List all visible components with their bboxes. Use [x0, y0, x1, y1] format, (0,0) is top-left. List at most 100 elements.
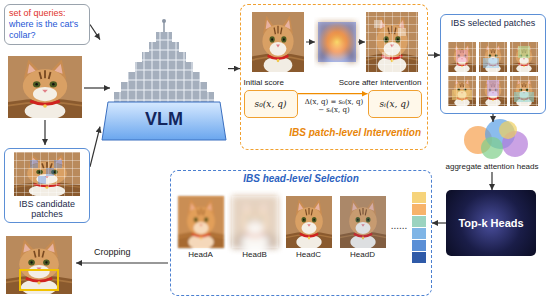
vlm-model: VLM: [100, 28, 228, 144]
selected-patch-thumbnails: [487, 80, 499, 96]
step-label: Cropping: [94, 247, 131, 258]
arrow-connector: [492, 114, 493, 122]
cropping-arrow: [76, 263, 168, 264]
head-images: [178, 196, 224, 249]
head-score-strip: [412, 192, 426, 263]
selected-patch-thumbnails: [479, 76, 507, 106]
selected-patch-thumbnails: [510, 42, 538, 72]
flow-arrow: [45, 88, 110, 145]
vlm-pyramid: [163, 22, 165, 32]
intervention-images: [252, 12, 418, 74]
intervention-images: [318, 22, 356, 62]
intervention-images: [398, 28, 406, 36]
head-images: [340, 196, 386, 248]
selected-patch-thumbnails: [479, 42, 507, 73]
vlm-pyramid: [142, 52, 186, 62]
selected-patch-thumbnails: [448, 76, 476, 107]
intervention-images: [306, 42, 315, 43]
selected-patch-thumbnails: [514, 92, 534, 102]
ellipsis-label: ......: [388, 220, 410, 232]
attention-blob: [464, 119, 528, 159]
arrow-connector: [491, 172, 492, 190]
arrow-connector: [90, 25, 100, 40]
selected-patches-box: IBS selected patches: [440, 14, 546, 114]
vlm-pyramid: [135, 62, 193, 72]
flow-arrow: [44, 120, 45, 145]
selected-patch-thumbnails: [448, 42, 476, 72]
intervention-images: [366, 12, 418, 74]
head-map: HeadB: [232, 196, 278, 260]
score-formula: s₀(x, q): [255, 99, 287, 109]
query-box: set of queries:where is the cat's collar…: [4, 4, 90, 45]
candidate-patch-image: [14, 152, 80, 196]
selected-patch-thumbnails: [479, 76, 507, 107]
score-formula: sᵢ(x, q): [379, 99, 409, 109]
node-title: Score after intervention: [322, 78, 422, 88]
score-box: Initial scores₀(x, q): [244, 78, 300, 118]
intervention-panel: Initial scores₀(x, q) Score after interve…: [240, 4, 428, 150]
intervention-images: [358, 42, 365, 43]
cropped-cat-photo: [6, 236, 72, 296]
node-title: aggregate attention heads: [442, 162, 542, 172]
node-title: IBS selected patches: [444, 18, 542, 28]
selected-patch-thumbnails: [483, 58, 499, 68]
head-images: [286, 196, 332, 249]
arrow-connector: [228, 68, 240, 69]
selected-patch-thumbnails: [510, 42, 538, 73]
vlm-pyramid: [156, 32, 172, 42]
candidate-patches-box: IBS candidate patches: [4, 148, 90, 223]
candidate-patch-image: [14, 152, 80, 197]
node-title: Top-k Heads: [458, 217, 523, 230]
head-score-strip: [412, 228, 426, 239]
node-title: IBS candidate patches: [8, 199, 86, 219]
selected-patch-thumbnails: [479, 42, 507, 72]
selected-patch-thumbnails: [510, 76, 538, 107]
head-score-strip: [412, 216, 426, 227]
score-frame: s₀(x, q): [244, 90, 298, 118]
node-text: where is the cat's collar?: [9, 19, 85, 41]
node-title: HeadD: [340, 250, 386, 260]
head-images: [340, 196, 386, 249]
head-images: [178, 196, 224, 248]
vlm-pyramid: [114, 92, 214, 102]
node-title: IBS head-level Selection: [171, 171, 431, 185]
node-title: set of queries:: [9, 8, 85, 19]
arrow-connector: [298, 93, 368, 94]
candidate-patch-image: [54, 160, 62, 168]
topk-heads-box: Top-k Heads: [446, 190, 536, 256]
formula-label: Δ(x, q) = s₀(x, q) − sᵢ(x, q): [301, 98, 367, 114]
head-selection-panel: HeadA HeadB HeadC HeadD IBS head-level Selec…: [170, 170, 432, 296]
selected-patch-thumbnails: [448, 42, 538, 107]
selected-patch-thumbnails: [452, 90, 472, 100]
selected-patch-thumbnails: [448, 42, 476, 73]
vlm-pyramid: [121, 82, 207, 92]
head-map: HeadC: [286, 196, 332, 260]
node-title: VLM: [100, 108, 228, 130]
head-map: HeadD: [340, 196, 386, 260]
node-title: HeadA: [178, 250, 224, 260]
vlm-pyramid: [128, 72, 200, 82]
arrow-connector: [432, 222, 446, 223]
vlm-pyramid: [149, 42, 179, 52]
attention-blob: [499, 121, 517, 139]
cropped-cat-photo: [6, 236, 72, 296]
arrow-connector: [428, 54, 440, 55]
intervention-images: [374, 20, 382, 28]
node-title: HeadB: [232, 250, 278, 260]
selected-patch-thumbnails: [448, 76, 476, 106]
intervention-images: [318, 22, 356, 63]
input-cat-photo: [8, 56, 82, 120]
head-images: [178, 196, 386, 249]
node-title: HeadC: [286, 250, 332, 260]
intervention-images: [252, 12, 304, 74]
attention-aggregate: aggregate attention heads: [442, 122, 542, 172]
selected-patch-thumbnails: [510, 76, 538, 106]
cropped-cat-photo: [20, 270, 58, 290]
selected-patch-thumbnails: [456, 50, 468, 62]
input-cat-photo: [8, 56, 82, 120]
intervention-images: [366, 12, 418, 72]
arrow-connector: [90, 127, 100, 167]
candidate-patch-image: [46, 168, 54, 176]
head-images: [232, 196, 278, 249]
candidate-patch-image: [30, 160, 38, 168]
